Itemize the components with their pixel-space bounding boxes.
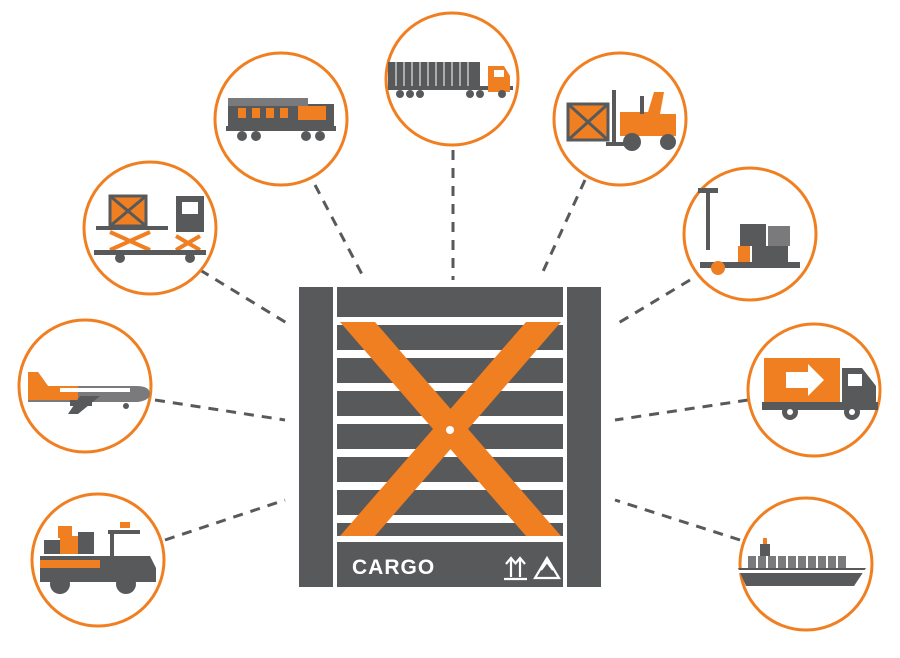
- connector-forklift: [538, 179, 587, 279]
- connector-pallet-jack: [614, 278, 691, 327]
- cargo-plane-icon: [28, 372, 150, 414]
- this-way-up-icon: [504, 556, 527, 581]
- crate-cross-brace: [340, 322, 561, 536]
- connector-cargo-plane: [154, 398, 286, 422]
- delivery-truck-icon: [762, 358, 878, 420]
- connector-baggage-tractor: [164, 498, 286, 542]
- container-ship-icon: [738, 538, 866, 586]
- crate-right-post: [567, 287, 601, 587]
- pallet-jack-icon: [698, 188, 800, 275]
- connector-scissor-lift-loader: [199, 268, 291, 327]
- locomotive-icon: [226, 98, 336, 141]
- connector-delivery-truck: [614, 398, 749, 422]
- semi-truck-icon: [388, 62, 513, 98]
- connector-locomotive: [313, 184, 367, 281]
- scissor-lift-loader-icon: [94, 194, 206, 263]
- crate-label: CARGO: [352, 556, 435, 579]
- connector-lines: [154, 150, 749, 542]
- cargo-crate: CARGO: [299, 287, 601, 587]
- connector-container-ship: [614, 498, 741, 542]
- baggage-tractor-icon: [40, 522, 156, 594]
- forklift-icon: [566, 90, 676, 151]
- recycle-icon: [533, 555, 561, 580]
- crate-left-post: [299, 287, 333, 587]
